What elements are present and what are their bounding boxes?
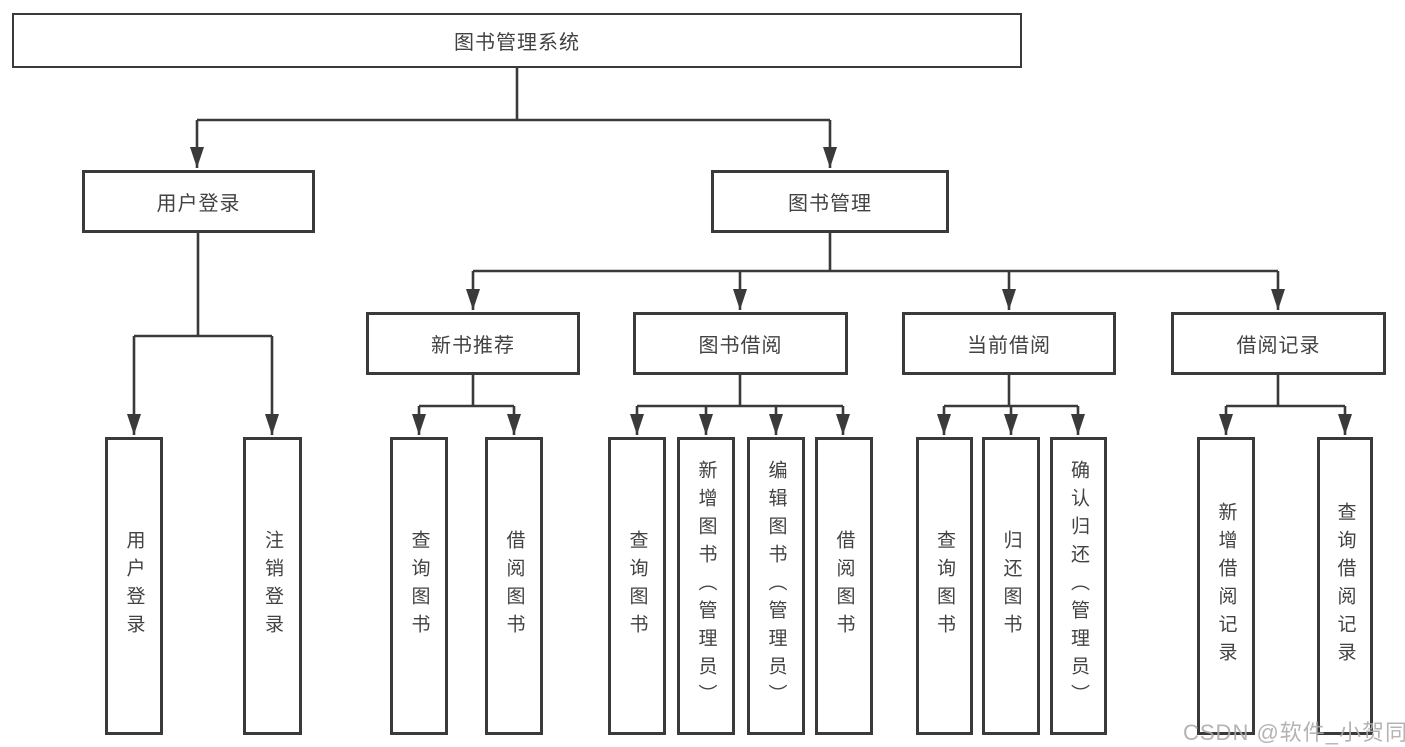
node-book-borrow: 图书借阅: [633, 312, 848, 375]
leaf-query-books-recommend-label: 查询图书: [408, 530, 430, 642]
node-root: 图书管理系统: [12, 13, 1022, 68]
leaf-confirm-return-admin: 确认归还（管理员）: [1050, 437, 1107, 735]
leaf-borrow-books-recommend: 借阅图书: [485, 437, 543, 735]
leaf-query-books-recommend: 查询图书: [390, 437, 448, 735]
leaf-user-login: 用户登录: [105, 437, 163, 735]
leaf-borrow-books: 借阅图书: [815, 437, 873, 735]
leaf-borrow-books-label: 借阅图书: [833, 530, 855, 642]
leaf-edit-books-admin: 编辑图书（管理员）: [747, 437, 805, 735]
watermark: CSDN @软件_小贺同学: [1183, 720, 1405, 745]
leaf-add-borrow-record-label: 新增借阅记录: [1215, 502, 1237, 670]
leaf-confirm-return-admin-label: 确认归还（管理员）: [1068, 460, 1089, 712]
leaf-borrow-books-recommend-label: 借阅图书: [503, 530, 525, 642]
leaf-edit-books-admin-label: 编辑图书（管理员）: [765, 460, 787, 712]
node-book-management: 图书管理: [711, 170, 949, 233]
leaf-query-books-current: 查询图书: [916, 437, 973, 735]
leaf-query-borrow-record-label: 查询借阅记录: [1334, 502, 1356, 670]
leaf-query-borrow-record: 查询借阅记录: [1317, 437, 1373, 735]
leaf-query-books-current-label: 查询图书: [934, 530, 955, 642]
leaf-return-books: 归还图书: [982, 437, 1040, 735]
leaf-add-books-admin: 新增图书（管理员）: [677, 437, 735, 735]
node-borrow-records: 借阅记录: [1171, 312, 1386, 375]
leaf-logout: 注销登录: [243, 437, 302, 735]
leaf-add-books-admin-label: 新增图书（管理员）: [695, 460, 717, 712]
leaf-user-login-label: 用户登录: [123, 530, 145, 642]
node-new-book-recommend: 新书推荐: [366, 312, 580, 375]
leaf-logout-label: 注销登录: [262, 530, 283, 642]
leaf-query-books-borrow-label: 查询图书: [626, 530, 648, 642]
node-current-borrow: 当前借阅: [902, 312, 1116, 375]
leaf-add-borrow-record: 新增借阅记录: [1197, 437, 1255, 735]
leaf-return-books-label: 归还图书: [1000, 530, 1022, 642]
node-user-login: 用户登录: [82, 170, 315, 233]
leaf-query-books-borrow: 查询图书: [608, 437, 666, 735]
